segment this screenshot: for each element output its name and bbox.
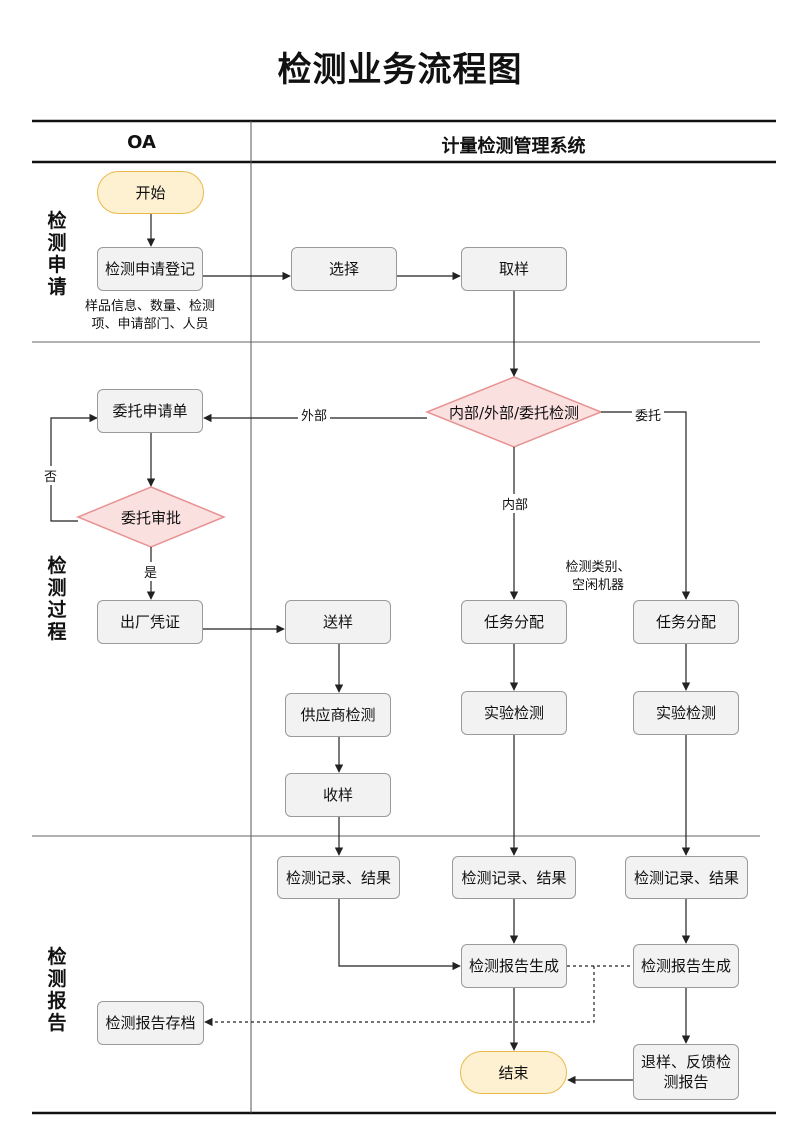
node-task-assign-entrust: 任务分配	[633, 600, 739, 644]
edge-label-entrust: 委托	[632, 405, 665, 424]
edge-label-no: 否	[41, 466, 61, 485]
edge-label-yes: 是	[141, 562, 161, 581]
lane-label-apply: 检测申请	[47, 210, 67, 298]
lane-label-process: 检测过程	[47, 555, 67, 643]
node-lab-test-entrust: 实验检测	[633, 691, 739, 735]
node-sample: 取样	[461, 247, 567, 291]
column-header-system: 计量检测管理系统	[441, 136, 586, 157]
node-start: 开始	[97, 171, 204, 214]
node-report-gen-entrust: 检测报告生成	[633, 944, 739, 988]
node-record-internal: 检测记录、结果	[452, 856, 576, 899]
edge-label-internal: 内部	[499, 494, 532, 513]
edge-label-external: 外部	[298, 405, 331, 424]
node-exit-cert: 出厂凭证	[97, 600, 203, 644]
node-decision-type: 内部/外部/委托检测	[448, 403, 580, 422]
column-header-oa: OA	[127, 132, 156, 153]
node-end: 结束	[460, 1051, 567, 1094]
node-supplier-test: 供应商检测	[285, 693, 391, 737]
node-report-archive: 检测报告存档	[97, 1001, 204, 1045]
note-assign-info: 检测类别、空闲机器	[563, 559, 633, 595]
lane-label-report: 检测报告	[47, 946, 67, 1034]
node-select: 选择	[291, 247, 397, 291]
note-register-info: 样品信息、数量、检测项、申请部门、人员	[74, 298, 226, 334]
page-title: 检测业务流程图	[277, 50, 523, 90]
node-entrust-form: 委托申请单	[97, 389, 203, 433]
node-record-supplier: 检测记录、结果	[277, 856, 400, 899]
node-report-gen-internal: 检测报告生成	[461, 944, 567, 988]
node-record-entrust: 检测记录、结果	[625, 856, 748, 899]
node-register: 检测申请登记	[97, 247, 203, 291]
node-send-sample: 送样	[285, 600, 391, 644]
node-entrust-review: 委托审批	[120, 508, 181, 527]
node-lab-test-internal: 实验检测	[461, 691, 567, 735]
node-receive-sample: 收样	[285, 773, 391, 817]
node-task-assign-internal: 任务分配	[461, 600, 567, 644]
node-return-feedback: 退样、反馈检测报告	[633, 1044, 739, 1100]
